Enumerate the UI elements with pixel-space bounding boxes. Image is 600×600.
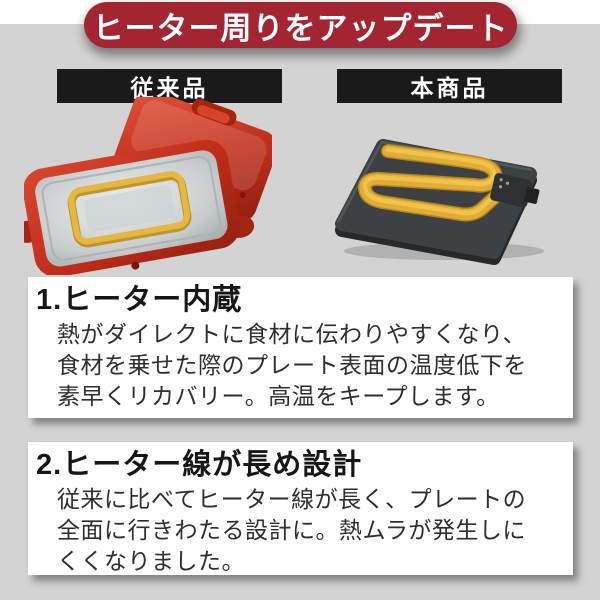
title-banner-text: ヒーター周りをアップデート [92,10,509,46]
label-this-product-text: 本商品 [410,75,489,101]
label-conventional-product: 従来品 [57,69,282,103]
feature-heading: 1.ヒーター内蔵 [36,283,573,317]
feature-body-line: 食材を乗せた際のプレート表面の温度低下を [57,352,527,378]
conventional-grill-image [13,90,278,278]
grill-body [13,139,255,278]
title-banner: ヒーター周りをアップデート [84,2,517,48]
heater-plate-illustration [335,139,544,265]
feature-card-longer-heater-wire: 2.ヒーター線が長め設計 従来に比べてヒーター線が長く、プレートの 全面に行きわ… [28,442,573,575]
power-connector [490,173,540,208]
feature-heading-text: ヒーター内蔵 [62,284,243,316]
feature-body-line: 素早くリカバリー。高温をキープします。 [57,383,500,409]
feature-body-line: くくなりました。 [57,548,245,574]
feature-body-line: 従来に比べてヒーター線が長く、プレートの [57,486,527,512]
new-heater-plate-image [326,118,582,268]
feature-heading: 2.ヒーター線が長め設計 [36,448,573,482]
feature-number: 1. [36,284,63,316]
feature-number: 2. [36,449,63,481]
feature-card-built-in-heater: 1.ヒーター内蔵 熱がダイレクトに食材に伝わりやすくなり、 食材を乗せた際のプレ… [28,277,573,418]
heater-tube [357,144,504,222]
feature-body-line: 熱がダイレクトに食材に伝わりやすくなり、 [57,321,527,347]
feature-heading-text: ヒーター線が長め設計 [62,449,363,481]
label-this-product: 本商品 [337,69,562,103]
feature-body-line: 全面に行きわたる設計に。熱ムラが発生しに [57,517,526,543]
open-grill-illustration [13,90,278,278]
